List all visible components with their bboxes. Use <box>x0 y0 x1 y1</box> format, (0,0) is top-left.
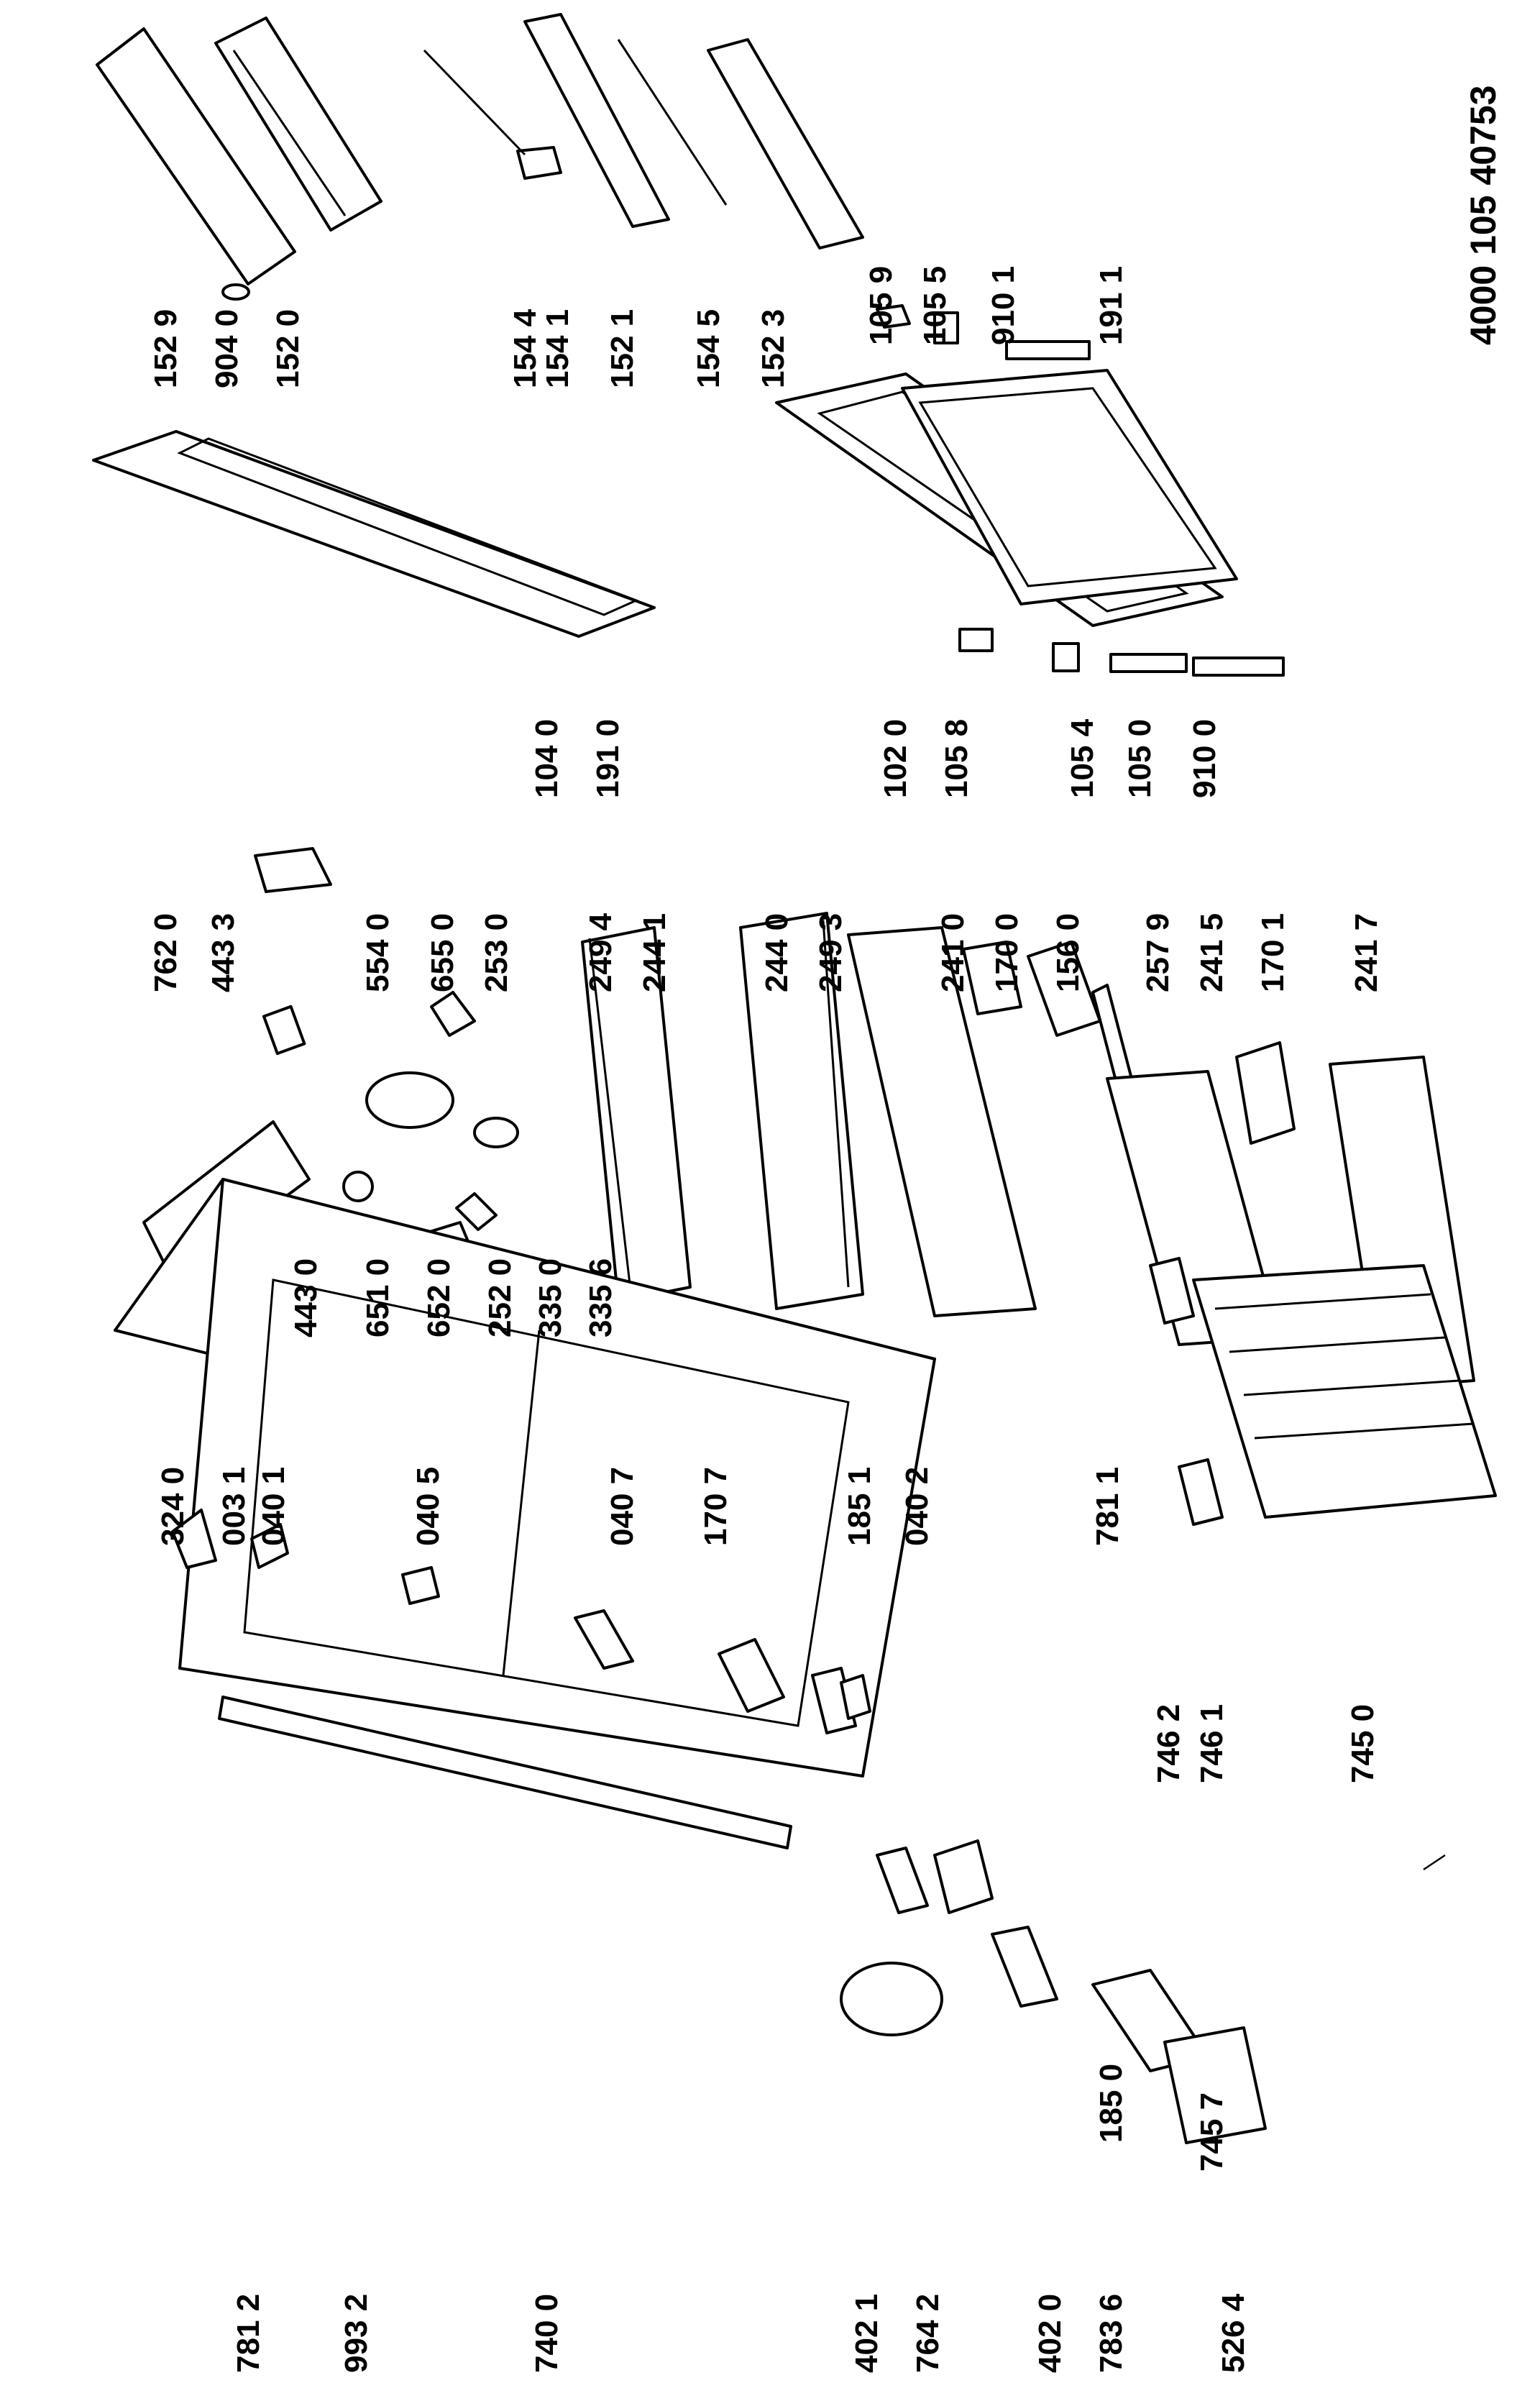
part-label: 152 9 <box>148 309 183 388</box>
part-label: 105 9 <box>863 266 899 345</box>
part-label: 241 5 <box>1194 913 1229 992</box>
leader-lines <box>1423 1854 1446 1871</box>
part-label: 154 1 <box>540 309 575 388</box>
part-label: 154 4 <box>508 308 543 388</box>
part-label: 257 9 <box>1140 913 1175 992</box>
document-number: 4000 105 40753 <box>1463 86 1503 345</box>
wire-rack-parts <box>1149 1257 1497 1526</box>
part-label: 170 7 <box>698 1467 733 1546</box>
part-label: 185 1 <box>842 1467 877 1546</box>
part-label: 745 7 <box>1194 2092 1229 2172</box>
part-label: 152 0 <box>270 309 306 388</box>
part-label: 746 1 <box>1194 1704 1229 1783</box>
part-label: 335 6 <box>583 1258 618 1337</box>
hinge-parts <box>876 304 1285 677</box>
part-label: 185 0 <box>1094 2064 1129 2143</box>
part-label: 764 2 <box>910 2294 945 2373</box>
part-label: 191 1 <box>1094 266 1129 345</box>
part-label: 105 0 <box>1122 719 1158 798</box>
part-labels: 152 9 904 0 152 0 154 4 154 1 152 1 154 … <box>148 266 1384 2373</box>
part-label: 170 0 <box>989 913 1025 992</box>
part-label: 904 0 <box>209 309 244 388</box>
part-label: 040 5 <box>411 1467 446 1546</box>
part-label: 740 0 <box>529 2294 564 2373</box>
part-label: 040 1 <box>256 1467 291 1546</box>
part-label: 152 1 <box>605 309 640 388</box>
part-label: 170 1 <box>1255 913 1291 992</box>
part-label: 324 0 <box>155 1467 191 1546</box>
part-label: 335 0 <box>533 1258 568 1337</box>
part-label: 745 0 <box>1345 1704 1380 1783</box>
part-label: 105 4 <box>1065 718 1100 798</box>
glass-shelf-parts <box>581 912 864 1310</box>
part-label: 783 6 <box>1094 2294 1129 2373</box>
part-label: 003 1 <box>216 1467 252 1546</box>
part-label: 402 0 <box>1032 2294 1068 2373</box>
part-label: 443 0 <box>288 1258 324 1337</box>
part-label: 402 1 <box>849 2294 884 2373</box>
part-label: 105 8 <box>939 719 974 798</box>
part-label: 249 3 <box>813 913 848 992</box>
part-label: 781 1 <box>1090 1467 1125 1546</box>
part-label: 040 2 <box>899 1467 935 1546</box>
door-shelf-parts <box>96 13 864 301</box>
part-label: 443 3 <box>206 913 241 992</box>
part-label: 152 3 <box>756 309 791 388</box>
part-label: 993 2 <box>339 2294 374 2373</box>
part-label: 781 2 <box>231 2294 266 2373</box>
part-label: 249 4 <box>583 912 618 992</box>
part-label: 241 0 <box>935 913 971 992</box>
part-label: 651 0 <box>360 1258 395 1337</box>
compressor-parts <box>840 1839 1267 2144</box>
part-label: 156 0 <box>1050 913 1086 992</box>
part-label: 526 4 <box>1216 2293 1251 2373</box>
cabinet-parts <box>114 1178 936 1849</box>
part-label: 244 1 <box>637 913 672 992</box>
part-label: 554 0 <box>360 913 395 992</box>
part-label: 253 0 <box>479 913 514 992</box>
part-label: 040 7 <box>605 1467 640 1546</box>
part-label: 910 0 <box>1187 719 1222 798</box>
part-label: 910 1 <box>986 266 1021 345</box>
part-label: 762 0 <box>148 913 183 992</box>
part-label: 652 0 <box>421 1258 457 1337</box>
part-label: 746 2 <box>1151 1704 1186 1783</box>
part-label: 102 0 <box>878 719 913 798</box>
part-label: 241 7 <box>1349 913 1384 992</box>
part-label: 655 0 <box>425 913 460 992</box>
door-parts <box>92 369 1238 638</box>
part-label: 252 0 <box>482 1258 518 1337</box>
part-label: 105 5 <box>917 266 953 345</box>
part-label: 104 0 <box>529 719 564 798</box>
part-label: 191 0 <box>590 719 625 798</box>
part-label: 244 0 <box>759 913 794 992</box>
part-label: 154 5 <box>691 309 726 388</box>
